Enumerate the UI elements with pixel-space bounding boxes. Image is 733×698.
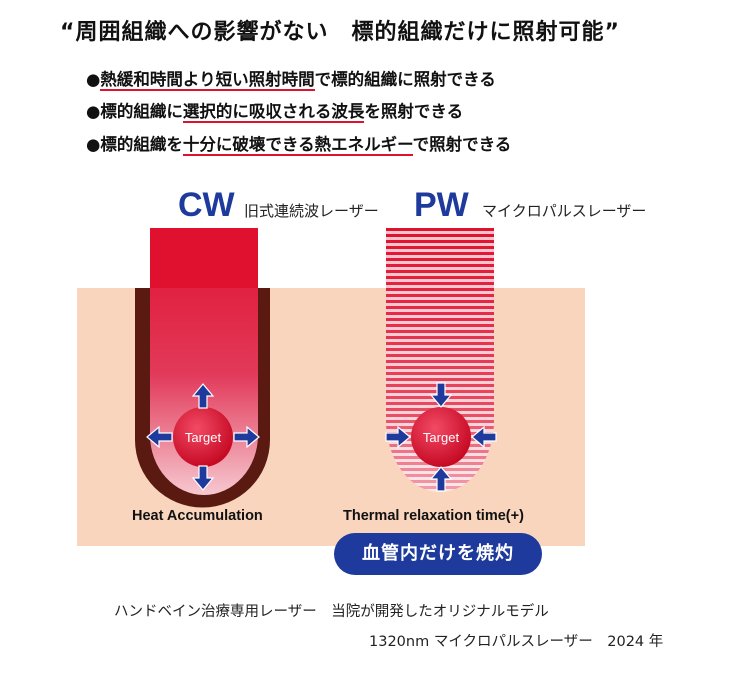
page-title: “周囲組織への影響がない 標的組織だけに照射可能” xyxy=(60,20,620,45)
bullet-marker: ● xyxy=(86,70,101,89)
pw-inward-arrows xyxy=(385,382,497,492)
cw-outward-arrows xyxy=(146,383,260,491)
arrow-right-icon xyxy=(233,425,260,449)
pw-caption: Thermal relaxation time(+) xyxy=(343,508,524,524)
pw-target-label: Target xyxy=(423,430,460,445)
bullet-marker: ● xyxy=(86,135,101,154)
arrow-up-icon xyxy=(191,383,215,409)
cw-label: CW xyxy=(178,186,235,224)
bullet-thermal-energy: ●標的組織を十分に破壊できる熱エネルギーで照射できる xyxy=(86,131,512,156)
bullet-text: 標的組織を xyxy=(100,135,183,154)
arrow-left-icon xyxy=(471,425,497,449)
bullet-text: で標的組織に照射できる xyxy=(314,70,496,89)
pw-target-vessel xyxy=(411,407,471,467)
bullet-text: を照射できる xyxy=(364,102,464,121)
bullet-selective-wavelength: ●標的組織に選択的に吸収される波長を照射できる xyxy=(86,98,464,123)
pw-sublabel: マイクロパルスレーザー xyxy=(482,202,647,220)
bullet-short-irradiation: ●熱緩和時間より短い照射時間で標的組織に照射できる xyxy=(86,66,496,91)
arrow-down-icon xyxy=(429,382,453,408)
cw-caption: Heat Accumulation xyxy=(132,508,263,524)
vessel-only-badge: 血管内だけを焼灼 xyxy=(334,533,542,575)
bullet-underlined-text: 十分に破壊できる熱エネルギー xyxy=(182,135,413,156)
footer-line-1: ハンドベイン治療専用レーザー 当院が開発したオリジナルモデル xyxy=(114,604,549,620)
bullet-marker: ● xyxy=(86,102,101,121)
footer-line-2: 1320nm マイクロパルスレーザー 2024 年 xyxy=(369,634,664,650)
bullet-underlined-text: 熱緩和時間より短い照射時間 xyxy=(100,70,315,91)
bullet-text: で照射できる xyxy=(412,135,512,154)
cw-sublabel: 旧式連続波レーザー xyxy=(244,202,379,220)
arrow-right-icon xyxy=(385,425,411,449)
arrow-down-icon xyxy=(191,465,215,491)
bullet-underlined-text: 選択的に吸収される波長 xyxy=(182,102,365,123)
pw-label: PW xyxy=(414,186,469,224)
cw-target-label: Target xyxy=(185,430,222,445)
arrow-up-icon xyxy=(429,466,453,492)
bullet-text: 標的組織に xyxy=(100,102,183,121)
arrow-left-icon xyxy=(146,425,173,449)
cw-target-vessel xyxy=(173,407,233,467)
